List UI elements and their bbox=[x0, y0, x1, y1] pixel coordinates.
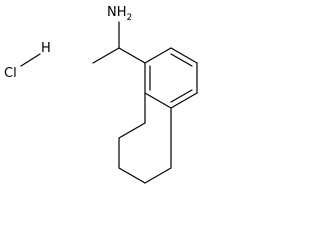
double-bond-inner-2 bbox=[170, 89, 193, 103]
methyl-bond bbox=[92, 47, 120, 64]
aromatic-bond-4 bbox=[170, 92, 198, 109]
aromatic-bond-2 bbox=[170, 47, 198, 64]
chemical-structure: Cl H NH2 bbox=[4, 5, 198, 184]
aliphatic-bond-5 bbox=[144, 167, 172, 184]
aromatic-bond-1 bbox=[144, 47, 172, 64]
hydrogen-atom-label: H bbox=[41, 41, 51, 56]
aliphatic-bond-4 bbox=[118, 167, 146, 184]
double-bond-inner-1 bbox=[170, 53, 193, 67]
h-cl-bond bbox=[20, 53, 41, 67]
aliphatic-bond-2 bbox=[118, 122, 146, 139]
aromatic-bond-5 bbox=[144, 92, 172, 109]
amine-group-label: NH2 bbox=[107, 5, 132, 23]
chlorine-atom-label: Cl bbox=[4, 66, 17, 81]
amine-text: NH bbox=[107, 5, 127, 20]
amine-subscript: 2 bbox=[127, 13, 133, 23]
chain-ring-bond bbox=[118, 47, 146, 64]
